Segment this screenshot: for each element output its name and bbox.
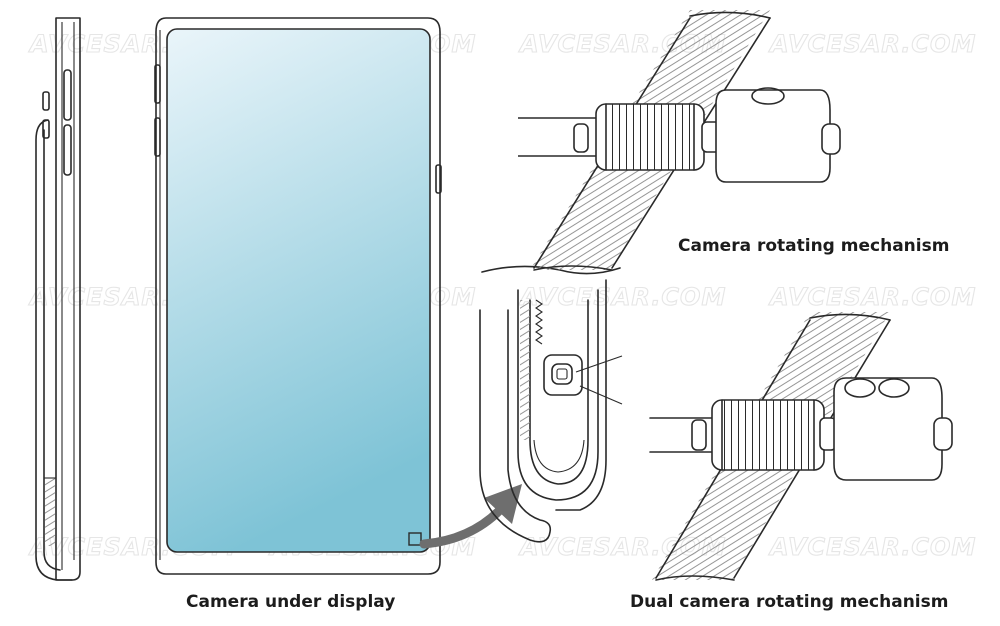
watermark: AVCESAR.COM — [768, 30, 976, 58]
caption-camera-under-display: Camera under display — [186, 592, 396, 612]
watermark: AVCESAR.COM — [768, 283, 976, 311]
watermark: AVCESAR.COM — [768, 533, 976, 561]
caption-camera-rotating-mechanism: Camera rotating mechanism — [678, 236, 950, 256]
phone-side-view — [35, 17, 81, 581]
curved-arrow-icon — [419, 484, 522, 549]
watermark: AVCESAR.COM — [518, 283, 726, 311]
display-screen — [166, 28, 431, 553]
camera-module-detail — [479, 265, 623, 543]
volume-button — [63, 69, 72, 121]
power-button — [63, 124, 72, 176]
phone-front-view — [154, 17, 442, 575]
camera-rotating-mechanism — [518, 10, 841, 271]
caption-dual-camera-rotating-mechanism: Dual camera rotating mechanism — [630, 592, 949, 612]
dual-camera-rotating-mechanism — [649, 312, 953, 581]
under-display-camera-icon — [408, 532, 422, 546]
